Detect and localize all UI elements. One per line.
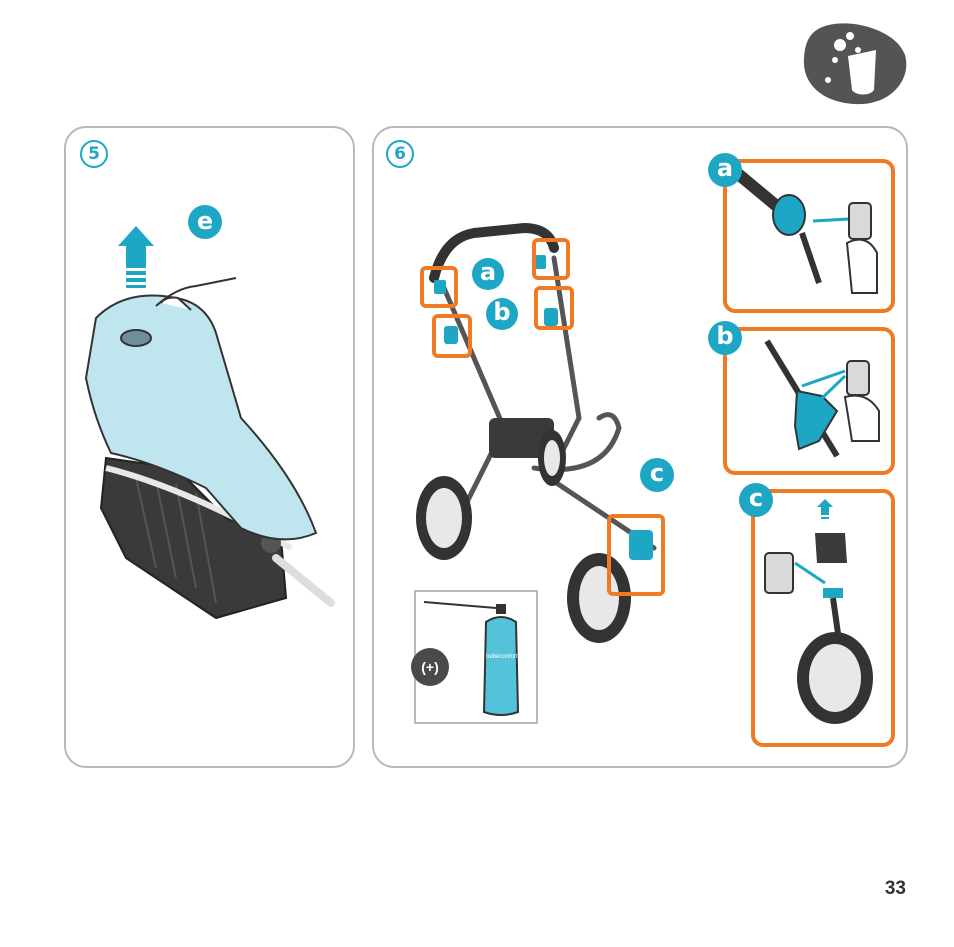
detail-label-c: c	[739, 483, 773, 517]
maintenance-icon	[800, 20, 910, 106]
rear-wheel-right	[538, 430, 566, 486]
highlight-box-a-left	[420, 266, 458, 308]
up-arrow-icon	[118, 226, 154, 288]
callout-c: c	[640, 458, 674, 492]
detail-label-b: b	[708, 321, 742, 355]
detail-label-a: a	[708, 153, 742, 187]
spray-brand-label: bébéconfort	[486, 654, 518, 660]
rear-wheel-left	[416, 476, 472, 560]
lubricant-spray-inset: (+) bébéconfort	[414, 590, 538, 724]
lubricant-symbol: (+)	[411, 648, 449, 686]
bubble-icon	[834, 39, 846, 51]
callout-a: a	[472, 258, 504, 290]
callout-b: b	[486, 298, 518, 330]
highlight-box-a-right	[532, 238, 570, 280]
detail-box-c	[751, 489, 895, 747]
step-number: 6	[386, 140, 414, 168]
highlight-box-c	[607, 514, 665, 596]
step-number: 5	[80, 140, 108, 168]
detail-a-illustration	[727, 163, 891, 309]
detail-box-b	[723, 327, 895, 475]
step5-panel: 5 e	[64, 126, 355, 768]
seat-cover-removal-illustration	[66, 218, 353, 658]
highlight-box-b-left	[432, 314, 472, 358]
page-number: 33	[885, 878, 906, 900]
step6-panel: 6	[372, 126, 908, 768]
highlight-box-b-right	[534, 286, 574, 330]
detail-box-a	[723, 159, 895, 313]
detail-b-illustration	[727, 331, 891, 471]
detail-c-illustration	[755, 493, 891, 743]
